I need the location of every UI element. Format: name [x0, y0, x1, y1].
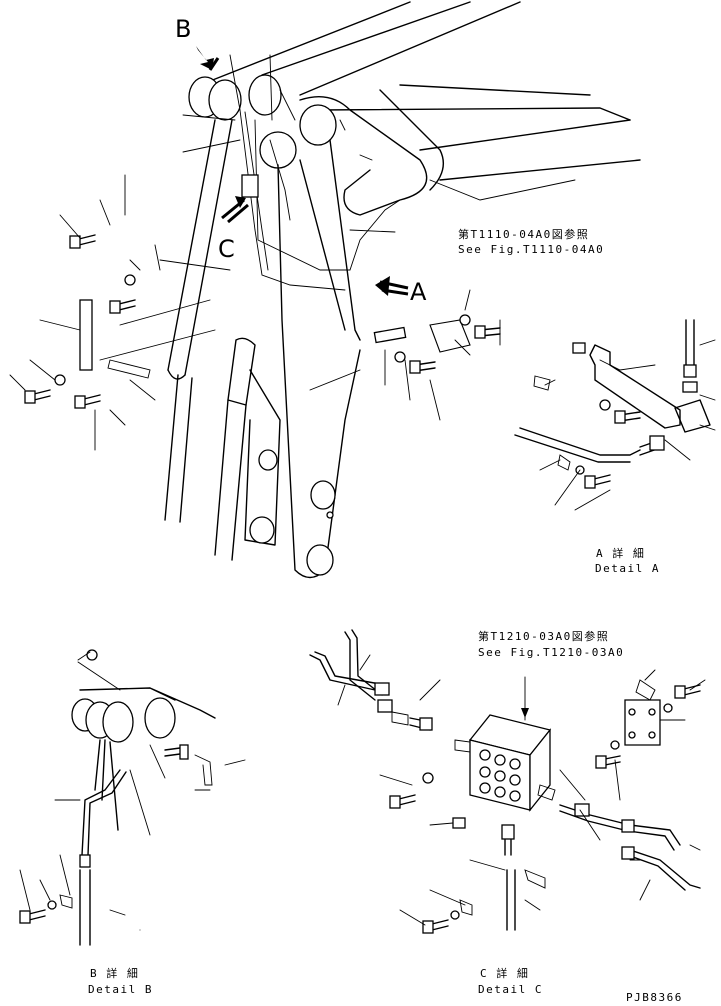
detail-a-title-jp: A 詳 細 — [596, 547, 646, 560]
detail-a-drawing — [514, 319, 716, 511]
fig-ref-t1110-en: See Fig.T1110-04A0 — [458, 243, 605, 256]
fig-ref-t1110-jp: 第T1110-04A0図参照 — [458, 228, 590, 241]
drawing-code: PJB8366 — [626, 991, 683, 1004]
detail-b-title-en: Detail B — [88, 983, 153, 996]
detail-b-drawing — [19, 649, 246, 946]
detail-b-title-jp: B 詳 細 — [90, 967, 140, 980]
bolt-group-left — [24, 234, 136, 409]
detail-c-title-jp: C 詳 細 — [480, 967, 530, 980]
fig-ref-t1210-en: See Fig.T1210-03A0 — [478, 646, 625, 659]
detail-c-title-en: Detail C — [478, 983, 543, 996]
view-arrows — [196, 46, 409, 296]
fig-ref-t1210-jp: 第T1210-03A0図参照 — [478, 630, 610, 643]
view-c-label: C — [218, 235, 235, 263]
detail-a-title-en: Detail A — [595, 562, 660, 575]
detail-c-drawing — [309, 629, 706, 934]
view-a-label: A — [410, 278, 427, 306]
boom-assembly — [9, 1, 641, 579]
view-b-label: B — [175, 15, 192, 43]
